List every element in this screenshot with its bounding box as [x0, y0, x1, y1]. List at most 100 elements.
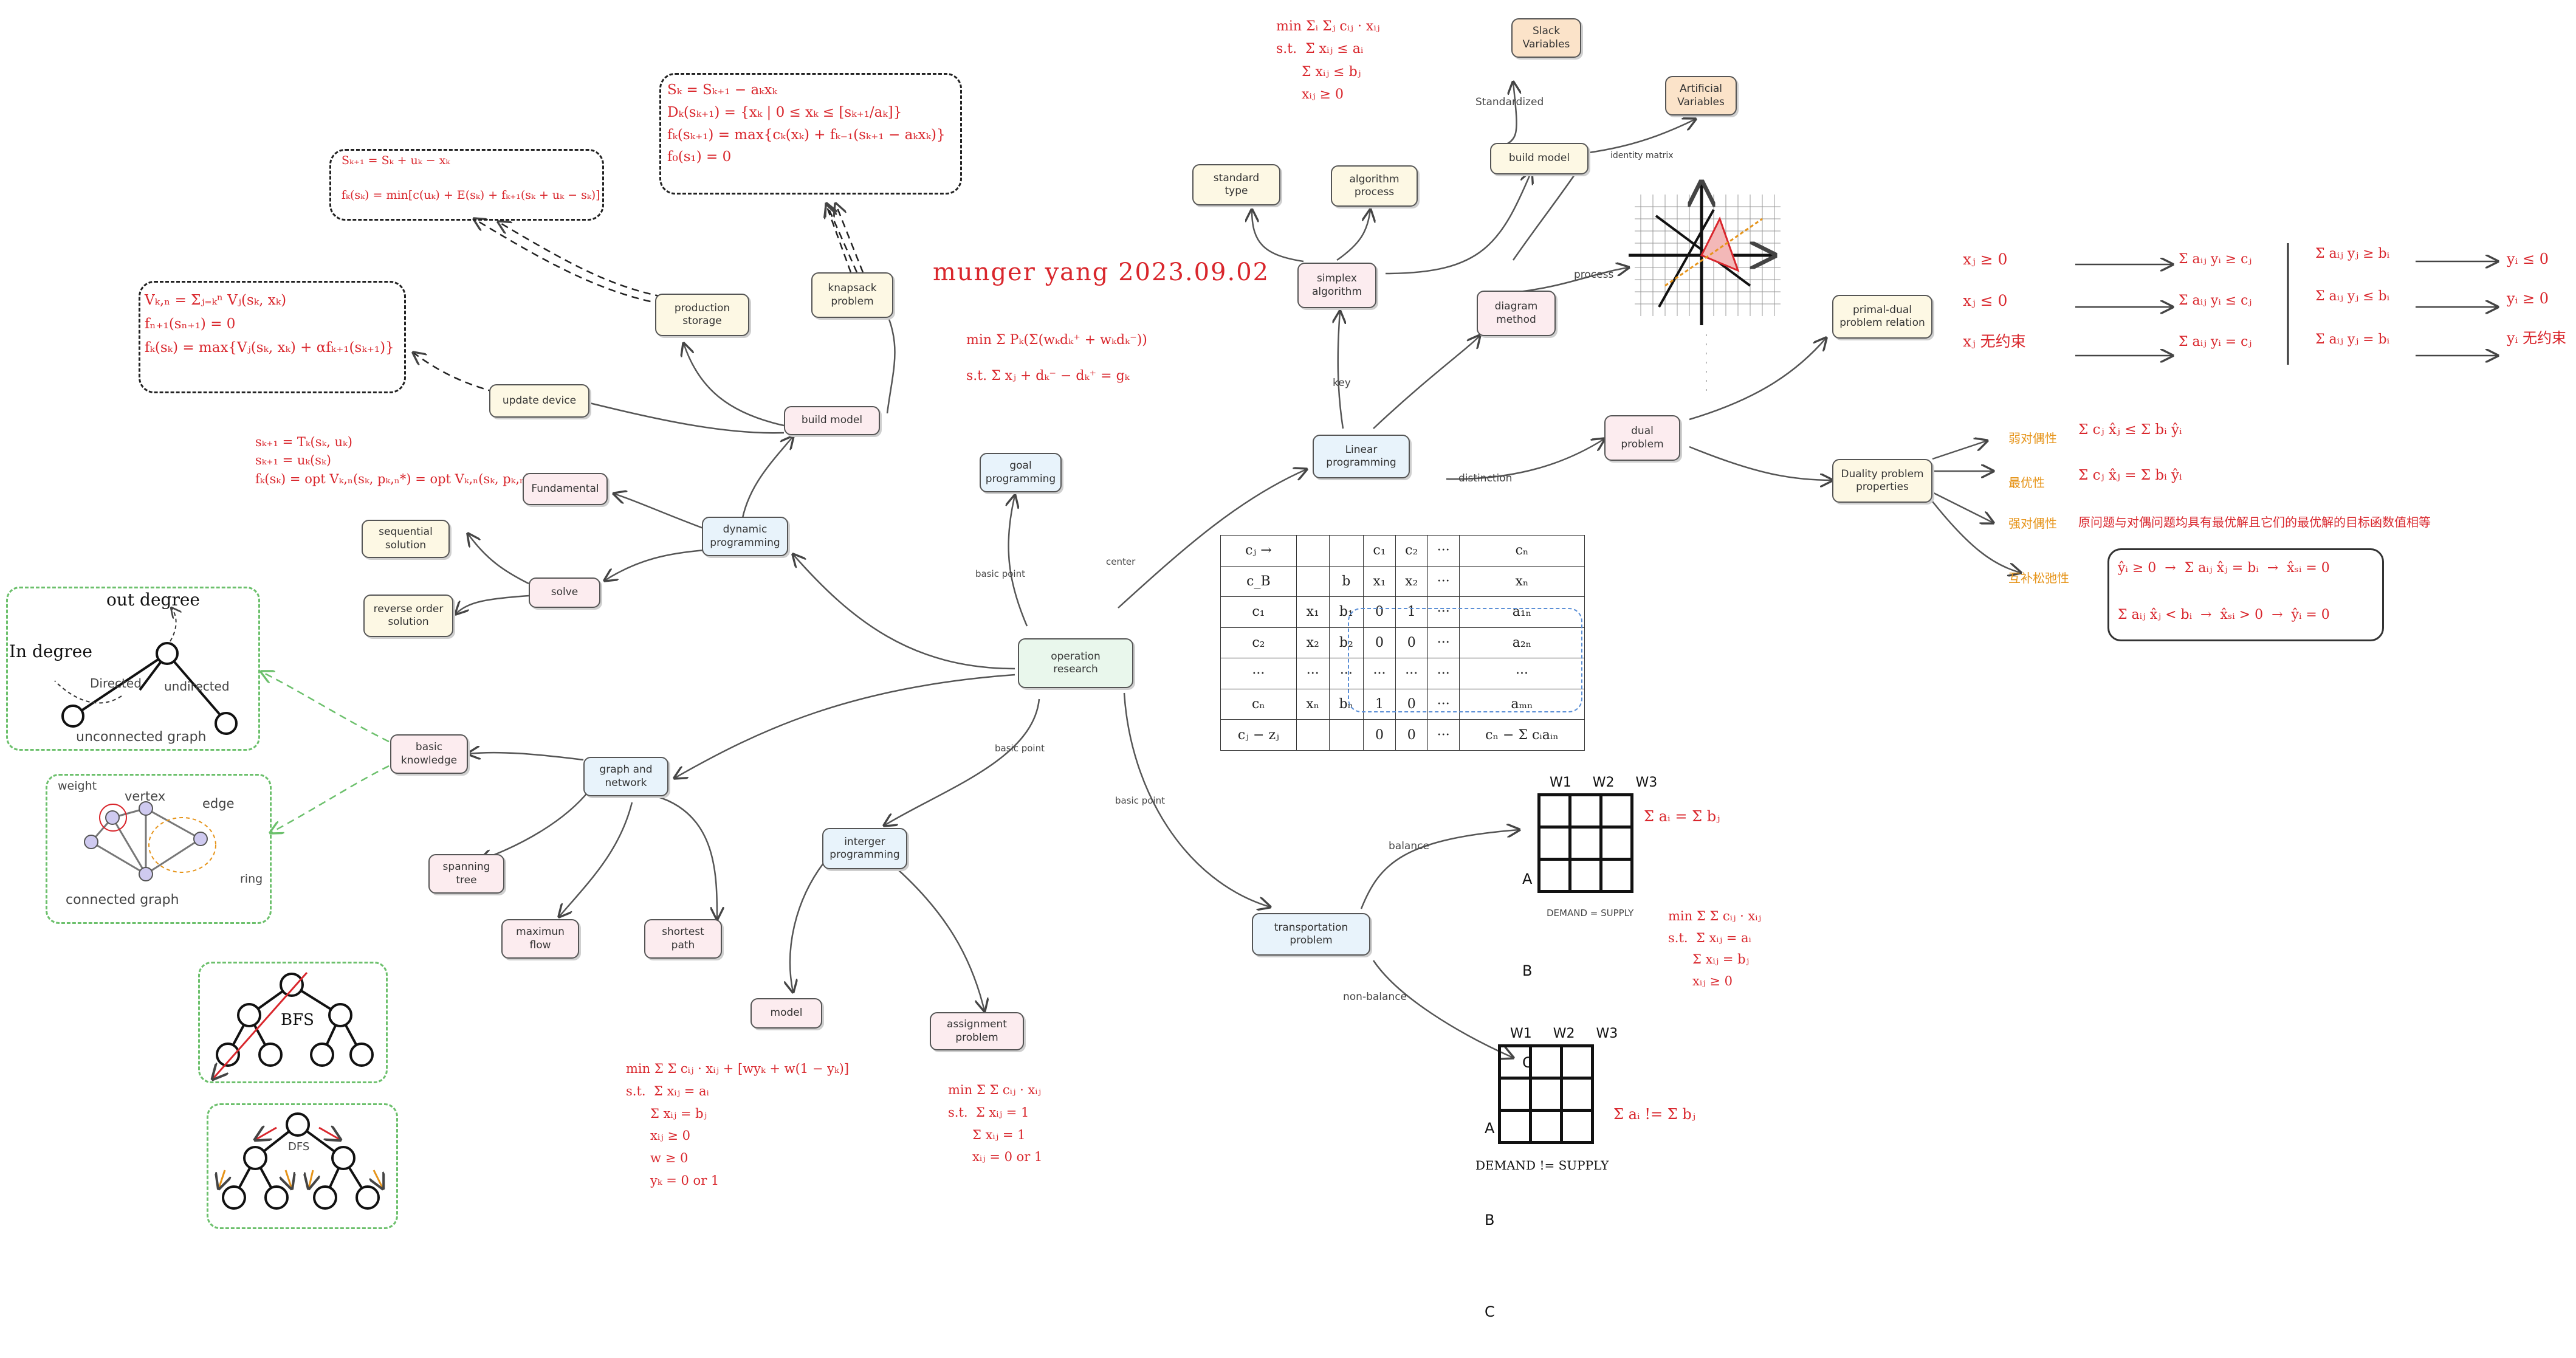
pd-dual-variables: yᵢ ≤ 0 yᵢ ≥ 0 yᵢ 无约束: [2507, 250, 2567, 346]
row-b: B: [1485, 1211, 1495, 1229]
edge-label-non-balance: non-balance: [1343, 991, 1407, 1003]
shortest-path-node[interactable]: shortest path: [644, 919, 722, 959]
demand-not-equal-supply-label: DEMAND != SUPPLY: [1475, 1158, 1609, 1173]
operation-research-node[interactable]: operation research: [1018, 638, 1133, 688]
build-model-dp-node[interactable]: build model: [784, 406, 880, 435]
dfs-label: DFS: [288, 1140, 310, 1153]
row-c: C: [1485, 1303, 1495, 1321]
assignment-problem-node[interactable]: assignment problem: [930, 1012, 1024, 1050]
algorithm-process-node[interactable]: algorithm process: [1331, 165, 1418, 207]
graph-network-node[interactable]: graph and network: [583, 757, 668, 796]
linear-programming-node[interactable]: Linear programming: [1313, 435, 1410, 478]
dp-state-formula: sₖ₊₁ = Tₖ(sₖ, uₖ) sₖ₊₁ = uₖ(sₖ) fₖ(sₖ) =…: [255, 435, 531, 486]
sequential-solution-node[interactable]: sequential solution: [362, 520, 450, 558]
transport-grid-nonbalance: [1498, 1044, 1594, 1144]
row-b: B: [1522, 962, 1533, 979]
solve-node[interactable]: solve: [529, 577, 600, 608]
weight-label: weight: [58, 779, 97, 793]
standard-type-node[interactable]: standard type: [1192, 164, 1280, 205]
strong-duality-description: 原问题与对偶问题均具有最优解且它们的最优解的目标函数值相等: [2078, 515, 2431, 529]
dp-inventory-box: [329, 149, 604, 221]
simplex-table-cell: xₙ: [1296, 688, 1330, 720]
edge-label-key: key: [1333, 377, 1351, 389]
update-device-node[interactable]: update device: [489, 384, 589, 418]
simplex-table-cell: x₂: [1296, 627, 1330, 659]
out-degree-label: out degree: [106, 590, 200, 610]
strong-duality-label: 强对偶性: [2008, 516, 2057, 531]
knapsack-problem-node[interactable]: knapsack problem: [811, 272, 893, 318]
bfs-box: [198, 962, 388, 1083]
production-storage-node[interactable]: production storage: [655, 294, 749, 336]
edge-label-standardized: Standardized: [1475, 96, 1544, 108]
simplex-table-cell: 0: [1363, 627, 1396, 659]
col-w1: W1: [1510, 1026, 1532, 1041]
col-w2: W2: [1592, 775, 1615, 790]
edge-label: edge: [202, 796, 235, 811]
basic-knowledge-node[interactable]: basic knowledge: [390, 734, 468, 774]
build-model-lp-node[interactable]: build model: [1490, 143, 1589, 174]
reverse-order-solution-node[interactable]: reverse order solution: [363, 595, 453, 637]
slackness-formula-2: Σ aᵢⱼ x̂ⱼ < bᵢ → x̂ₛᵢ > 0 → ŷᵢ = 0: [2118, 607, 2330, 622]
transportation-problem-node[interactable]: transportation problem: [1252, 913, 1370, 956]
simplex-algorithm-node[interactable]: simplex algorithm: [1297, 263, 1376, 308]
simplex-table-cell: ···: [1427, 535, 1460, 567]
optimality-formula: Σ cⱼ x̂ⱼ = Σ bᵢ ŷᵢ: [2078, 467, 2182, 483]
goal-formula: min Σ Pₖ(Σ(wₖdₖ⁺ + wₖdₖ⁻)) s.t. Σ xⱼ + d…: [966, 333, 1147, 384]
simplex-table-cell: 1: [1395, 596, 1428, 628]
simplex-table-cell: [1296, 535, 1330, 567]
primal-dual-relation-node[interactable]: primal-dual problem relation: [1832, 295, 1932, 339]
complementary-slackness-label: 互补松弛性: [2008, 571, 2069, 585]
artificial-variables-node[interactable]: Artificial Variables: [1665, 76, 1737, 115]
simplex-table-cell: b: [1328, 565, 1364, 598]
edge-label-basic-point-transport: basic point: [1115, 795, 1165, 806]
page-title: munger yang 2023.09.02: [933, 258, 1270, 286]
edge-label-identity-matrix: identity matrix: [1610, 151, 1674, 160]
integer-programming-node[interactable]: interger programming: [822, 828, 907, 869]
unconnected-graph-box: [6, 587, 260, 751]
simplex-table-cell: c₁: [1363, 535, 1396, 567]
simplex-table-cell: ···: [1427, 719, 1460, 751]
dp-device-formula: Vₖ,ₙ = Σⱼ₌ₖⁿ Vⱼ(sₖ, xₖ) fₙ₊₁(sₙ₊₁) = 0 f…: [145, 292, 394, 356]
slack-variables-node[interactable]: Slack Variables: [1511, 18, 1581, 58]
pd-primal-constraints: xⱼ ≥ 0 xⱼ ≤ 0 xⱼ 无约束: [1963, 250, 2026, 350]
dp-knapsack-box: [659, 73, 962, 195]
maximum-flow-node[interactable]: maximun flow: [501, 919, 579, 959]
transport-nonbalance-formula: Σ aᵢ != Σ bⱼ: [1613, 1106, 1696, 1123]
dp-knapsack-formula: Sₖ = Sₖ₊₁ − aₖxₖ Dₖ(sₖ₊₁) = {xₖ | 0 ≤ xₖ…: [667, 82, 946, 165]
vertex-label: vertex: [125, 789, 166, 804]
simplex-table-cell: aₘₙ: [1458, 688, 1585, 720]
fundamental-node[interactable]: Fundamental: [523, 473, 608, 505]
model-node[interactable]: model: [750, 998, 822, 1029]
in-degree-label: In degree: [9, 641, 92, 661]
complementary-slackness-box: [2107, 548, 2384, 641]
weak-duality-label: 弱对偶性: [2008, 431, 2057, 446]
dynamic-programming-node[interactable]: dynamic programming: [702, 517, 788, 556]
directed-label: Directed: [90, 676, 142, 691]
simplex-table-cell: ···: [1427, 688, 1460, 720]
transport-model-formula: min Σ Σ cᵢⱼ · xᵢⱼ s.t. Σ xᵢⱼ = aᵢ Σ xᵢⱼ …: [1668, 909, 1762, 989]
diagram-method-node[interactable]: diagram method: [1477, 291, 1556, 336]
dual-problem-node[interactable]: dual problem: [1604, 415, 1680, 461]
spanning-tree-node[interactable]: spanning tree: [428, 854, 504, 894]
simplex-table-highlight: [1348, 608, 1582, 712]
simplex-table-cell: a₁ₙ: [1458, 596, 1585, 628]
integer-formula: min Σ Σ cᵢⱼ · xᵢⱼ + [wyₖ + w(1 − yₖ)] s.…: [626, 1061, 850, 1188]
edge-label-basic-point-goal: basic point: [975, 568, 1025, 579]
col-w1: W1: [1550, 775, 1571, 790]
bfs-label: BFS: [281, 1011, 314, 1029]
simplex-table-cell: cₙ: [1458, 535, 1585, 567]
goal-programming-node[interactable]: goal programming: [980, 453, 1062, 492]
connected-graph-label: connected graph: [66, 892, 179, 908]
simplex-table-cell: cⱼ →: [1220, 535, 1297, 567]
simplex-table-cell: a₂ₙ: [1458, 627, 1585, 659]
simplex-table-cell: x₁: [1363, 565, 1396, 598]
duality-properties-node[interactable]: Duality problem properties: [1832, 459, 1932, 503]
edge-label-balance: balance: [1389, 840, 1429, 852]
transport-balance-formula: Σ aᵢ = Σ bⱼ: [1644, 808, 1720, 825]
